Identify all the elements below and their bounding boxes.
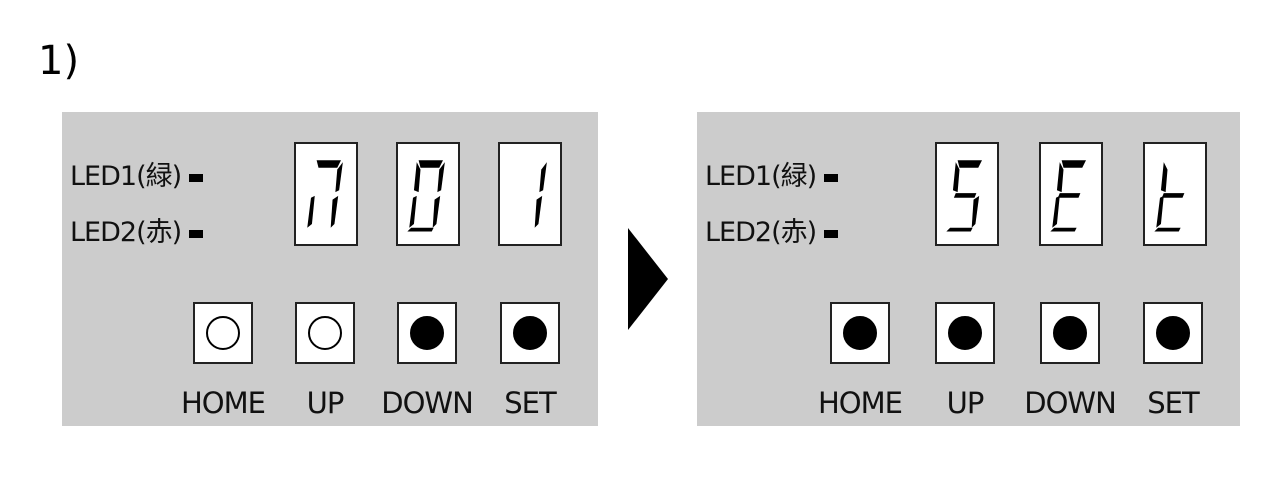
down-label: DOWN	[1024, 386, 1117, 420]
up-label: UP	[306, 386, 345, 420]
button-lamp-icon	[948, 316, 982, 350]
led1-indicator: LED1(緑)	[705, 154, 839, 193]
segment-g	[1057, 193, 1081, 198]
segment-f	[952, 162, 960, 193]
home-button[interactable]	[193, 302, 253, 364]
up-label: UP	[946, 386, 985, 420]
button-lamp-icon	[1156, 316, 1190, 350]
down-label: DOWN	[381, 386, 474, 420]
step-label: 1)	[38, 38, 80, 84]
led2-light	[824, 229, 839, 238]
panel-after: LED1(緑) LED2(赤) HOME UP DOWN SET	[697, 112, 1240, 426]
button-lamp-icon	[410, 316, 444, 350]
button-lamp-icon	[843, 316, 877, 350]
arrow-right-icon	[628, 228, 668, 330]
segment-c	[971, 195, 980, 228]
home-button[interactable]	[830, 302, 890, 364]
led1-label: LED1(緑)	[70, 161, 182, 192]
led2-indicator: LED2(赤)	[70, 210, 204, 249]
seven-segment-digit	[294, 142, 358, 246]
home-label: HOME	[181, 386, 266, 420]
set-label: SET	[504, 386, 556, 420]
seven-segment-digit	[396, 142, 460, 246]
led2-label: LED2(赤)	[705, 217, 817, 248]
led1-indicator: LED1(緑)	[70, 154, 204, 193]
panel-before: LED1(緑) LED2(赤) HOME UP DOWN SET	[62, 112, 598, 426]
led1-light	[824, 173, 839, 182]
segment-a	[418, 160, 443, 168]
home-label: HOME	[818, 386, 903, 420]
segment-e	[307, 195, 315, 228]
seven-segment-digit	[1143, 142, 1207, 246]
led2-light	[189, 229, 204, 238]
digit-S	[946, 160, 982, 232]
digit-1	[534, 162, 547, 228]
segment-g	[1161, 193, 1185, 198]
set-button[interactable]	[1143, 302, 1203, 364]
digit-t	[1154, 162, 1185, 232]
segment-f	[1160, 162, 1168, 193]
segment-d	[1050, 227, 1077, 232]
segment-b	[539, 162, 547, 193]
digit-n	[307, 160, 343, 228]
seven-segment-digit	[935, 142, 999, 246]
digit-E	[1050, 160, 1086, 232]
led2-label: LED2(赤)	[70, 217, 182, 248]
segment-d	[407, 227, 434, 232]
segment-d	[1154, 227, 1181, 232]
led2-indicator: LED2(赤)	[705, 210, 839, 249]
segment-f	[1056, 162, 1064, 193]
down-button[interactable]	[397, 302, 457, 364]
segment-d	[946, 227, 973, 232]
segment-a	[957, 160, 982, 168]
segment-a	[1061, 160, 1086, 168]
button-lamp-icon	[1053, 316, 1087, 350]
segment-a	[316, 160, 341, 168]
segment-f	[413, 162, 421, 193]
segment-c	[432, 195, 441, 228]
down-button[interactable]	[1040, 302, 1100, 364]
led1-label: LED1(緑)	[705, 161, 817, 192]
segment-c	[534, 195, 543, 228]
segment-g	[953, 193, 977, 198]
digit-0	[407, 160, 445, 232]
set-button[interactable]	[500, 302, 560, 364]
segment-e	[1052, 195, 1060, 228]
segment-c	[330, 195, 339, 228]
set-label: SET	[1147, 386, 1199, 420]
button-lamp-icon	[308, 316, 342, 350]
segment-e	[1156, 195, 1164, 228]
seven-segment-digit	[1039, 142, 1103, 246]
button-lamp-icon	[206, 316, 240, 350]
segment-b	[335, 162, 343, 193]
segment-b	[437, 162, 445, 193]
up-button[interactable]	[935, 302, 995, 364]
up-button[interactable]	[295, 302, 355, 364]
button-lamp-icon	[513, 316, 547, 350]
segment-e	[409, 195, 417, 228]
led1-light	[189, 173, 204, 182]
seven-segment-digit	[498, 142, 562, 246]
